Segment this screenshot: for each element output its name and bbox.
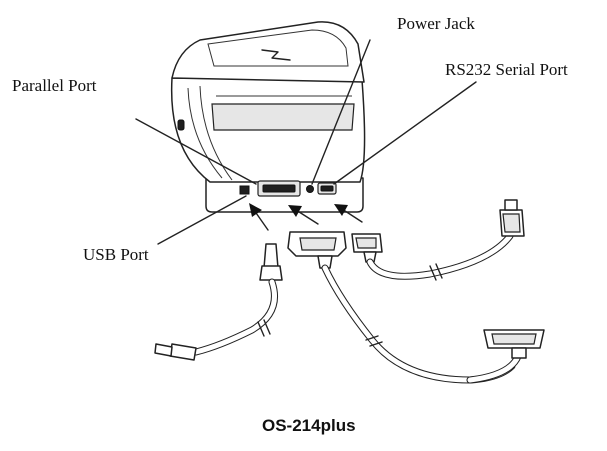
connection-arrows: [249, 203, 363, 231]
parallel-cable-illustration: [287, 231, 545, 384]
rs232-serial-port-label: RS232 Serial Port: [445, 60, 568, 79]
parallel-port-leader: [135, 118, 257, 185]
rs232-serial-port: [317, 182, 337, 195]
serial-cable-illustration: [351, 199, 525, 281]
rs232-leader: [333, 81, 477, 185]
parallel-port-label: Parallel Port: [12, 76, 97, 95]
power-jack-label: Power Jack: [397, 14, 475, 33]
parallel-port: [257, 180, 301, 197]
printer-illustration: [170, 21, 366, 213]
parallel-arrow-icon: [288, 205, 319, 225]
usb-port: [239, 185, 250, 195]
serial-arrow-icon: [334, 204, 363, 223]
model-caption: OS-214plus: [262, 416, 356, 435]
usb-arrow-icon: [249, 203, 269, 231]
usb-cable-illustration: [154, 243, 283, 361]
power-jack: [306, 185, 314, 193]
usb-port-label: USB Port: [83, 245, 149, 264]
power-jack-leader: [311, 39, 371, 185]
usb-port-leader: [157, 195, 247, 245]
